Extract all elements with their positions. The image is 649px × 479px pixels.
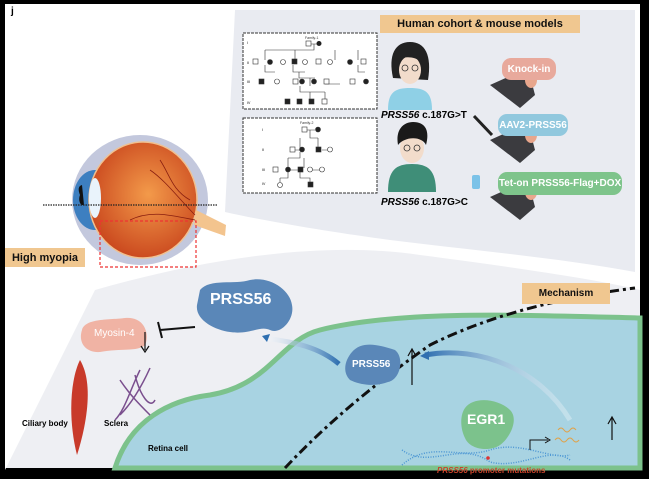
translation-arrow [424, 350, 573, 422]
generation-label: IV [262, 182, 266, 186]
nucleus-boundary [283, 286, 636, 470]
generation-label: II [262, 148, 264, 152]
sclera-label: Sclera [104, 419, 129, 428]
mouse-model-aav2: AAV2-PRSS56 [498, 114, 568, 136]
prss56-cell-label: PRSS56 [352, 359, 391, 370]
up-arrow-icon [407, 347, 417, 385]
boy-illustration [388, 122, 436, 192]
dna-helix [401, 446, 571, 466]
generation-label: IV [247, 101, 251, 105]
myosin-4-label: Myosin-4 [94, 328, 135, 339]
girl-illustration [388, 42, 432, 110]
transcription-arrow [529, 436, 551, 450]
egr1-blob [461, 400, 514, 450]
prss56-secreted-blob [196, 279, 293, 333]
arrowhead [262, 334, 270, 342]
pedigree-family-2: Family-2 I II III IV [242, 117, 378, 194]
prss56-secreted-label: PRSS56 [210, 291, 272, 308]
family-1-variant: PRSS56 c.187G>T [381, 110, 467, 121]
eye-illustration [72, 135, 226, 265]
ciliary-body-muscle [71, 360, 88, 455]
mechanism-title: Mechanism [522, 283, 610, 304]
arrowhead [420, 351, 429, 360]
retina-cell-label: Retina cell [148, 444, 189, 453]
zoom-region-box [99, 220, 197, 268]
generation-label: I [262, 128, 263, 132]
inhibition-arrow [157, 321, 196, 339]
high-myopia-label: High myopia [5, 248, 85, 267]
cohort-section-title: Human cohort & mouse models [380, 15, 580, 33]
generation-label: III [262, 168, 265, 172]
mouse-model-knock-in: Knock-in [502, 58, 556, 80]
mouse-model-tet-on: Tet-on PRSS56-Flag+DOX [498, 172, 622, 195]
syringe-icon [472, 114, 494, 137]
generation-label: I [247, 41, 248, 45]
family-2-label: Family-2 [300, 121, 313, 125]
panel-letter: j [11, 6, 14, 17]
family-1-label: Family-1 [305, 36, 318, 40]
up-arrow-icon [607, 415, 617, 440]
generation-label: II [247, 61, 249, 65]
secretion-arrow [263, 335, 341, 366]
generation-label: III [247, 80, 250, 84]
pedigree-family-1: Family-1 I II III IV [242, 32, 378, 110]
egr1-label: EGR1 [467, 411, 506, 427]
promoter-mutation-label: PRSS56 promoter mutations [437, 466, 546, 475]
mrna-icon [554, 427, 580, 443]
sclera-fibers [114, 367, 156, 421]
down-arrow-icon [140, 332, 150, 354]
ciliary-body-label: Ciliary body [22, 419, 68, 428]
dox-bottle-icon [472, 175, 480, 189]
mutation-site [486, 456, 490, 460]
prss56-cell-blob [345, 344, 401, 385]
family-2-variant: PRSS56 c.187G>C [381, 197, 468, 208]
myosin-4-blob [80, 317, 147, 353]
